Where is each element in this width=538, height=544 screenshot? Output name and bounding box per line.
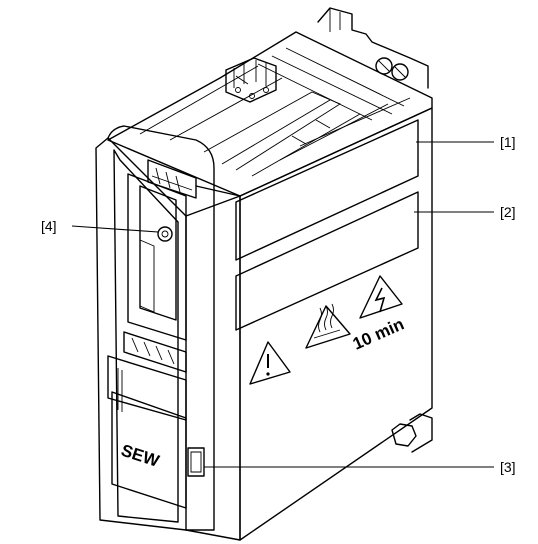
brand-logo: SEW (119, 441, 163, 471)
front-connector-area (107, 159, 205, 509)
hot-surface-icon (305, 303, 351, 349)
warning-symbols: 10 min (249, 275, 407, 385)
callout-1: [1] (500, 134, 516, 150)
callout-4: [4] (41, 218, 57, 234)
electric-shock-icon (359, 275, 403, 319)
warning-triangle-icon (249, 341, 291, 385)
callout-3: [3] (500, 459, 516, 475)
screw-4 (157, 226, 173, 242)
leader-lines (71, 141, 494, 468)
terminal-block (225, 57, 277, 103)
mounting-bracket (317, 7, 433, 453)
discharge-time-label: 10 min (350, 314, 407, 353)
label-field-1 (235, 119, 419, 261)
status-led-3 (187, 447, 205, 477)
label-field-2 (235, 191, 419, 331)
top-cover (107, 31, 433, 197)
front-housing (95, 125, 241, 541)
callout-2: [2] (500, 204, 516, 220)
